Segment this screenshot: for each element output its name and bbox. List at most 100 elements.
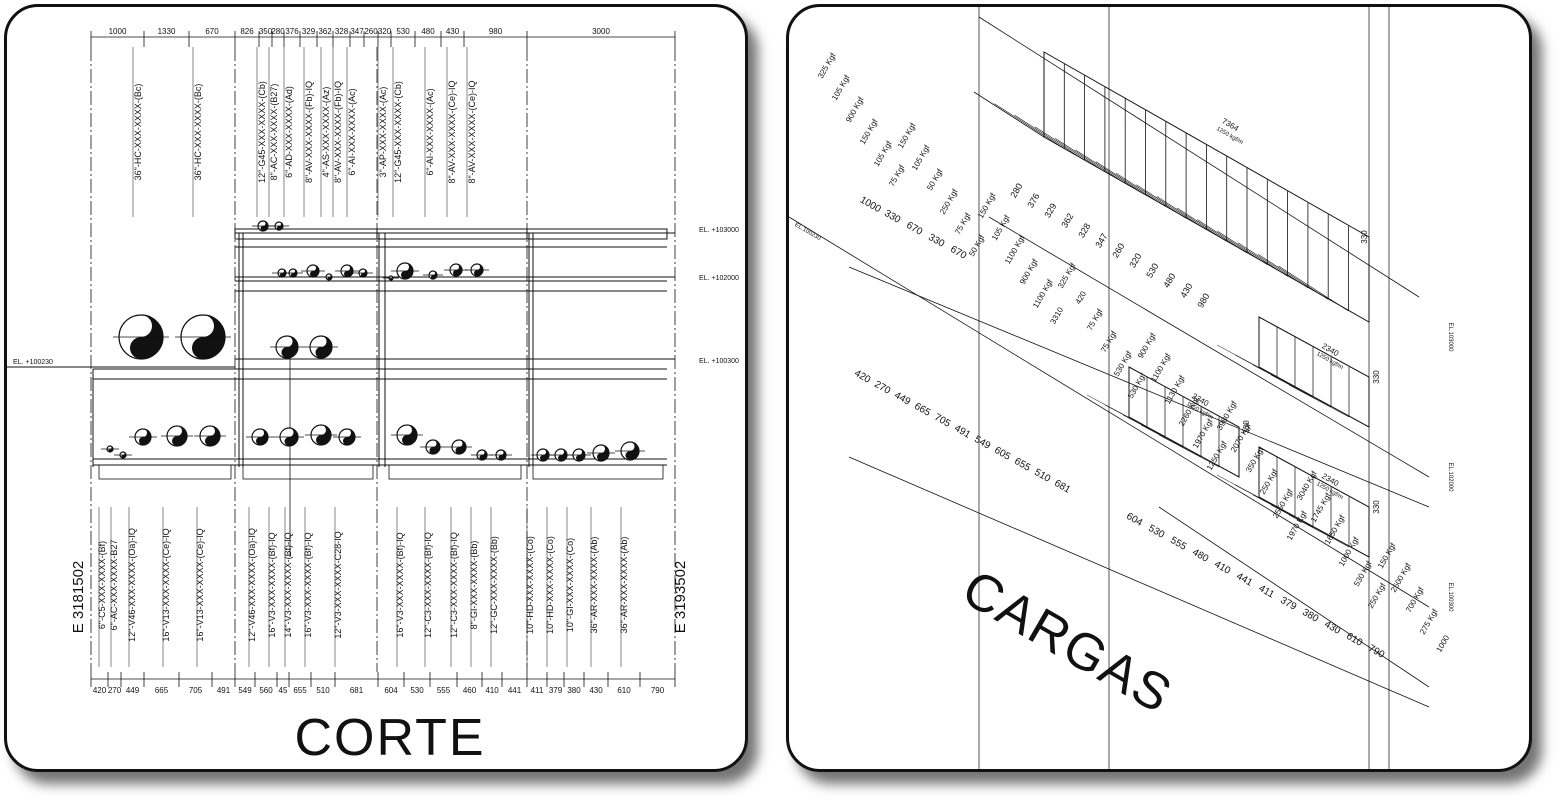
line-tag-bottom: 6"-C5-XXX-XXXX-(Bf)	[97, 541, 107, 629]
load-value: 150 Kgf	[1376, 541, 1398, 570]
line-tag-bottom: 16"-V13-XXX-XXXX-(Ce)-IQ	[195, 528, 205, 641]
line-tag-bottom: 12"-V46-XXX-XXXX-(Oa)-IQ	[247, 528, 257, 642]
load-value: 1130 Kgf	[1163, 373, 1187, 405]
bottom-dim-value: 410	[485, 686, 499, 695]
cargas-title: CARGAS	[953, 559, 1183, 725]
load-hatch	[1122, 414, 1184, 448]
dim-value: 610	[1344, 631, 1364, 649]
load-value: 900 Kgf	[844, 95, 866, 124]
load-value: 75 Kgf	[1085, 307, 1105, 332]
dim-value: 480	[1161, 271, 1177, 289]
dim-value: 604	[1124, 511, 1144, 529]
elevation-label: EL. +100230	[13, 359, 53, 366]
bottom-dim-value: 411	[531, 686, 544, 695]
beam	[376, 228, 528, 240]
load-value: 1650 Kgf	[1323, 513, 1347, 546]
top-dim-value: 376	[285, 27, 299, 36]
load-hatch	[1176, 207, 1248, 254]
line-tag-bottom: 12"-C3-XXX-XXXX-(Bf)-IQ	[423, 532, 433, 638]
load-hatch	[1156, 196, 1227, 242]
line-tag-bottom: 10"-GI-XXX-XXXX-(Co)	[565, 538, 575, 632]
top-dim-value: 530	[396, 27, 410, 36]
span-value: 330	[1372, 370, 1381, 384]
dim-value: 260	[1110, 241, 1126, 259]
top-dim-value: 260	[364, 27, 378, 36]
top-dim-value: 480	[421, 27, 435, 36]
line-tag-top: 8"-AV-XXX-XXXX-(Ce)-IQ	[467, 80, 477, 183]
line-tag-bottom: 10"-HD-XXX-XXXX-(Co)	[525, 536, 535, 634]
load-hatch	[1095, 161, 1166, 207]
top-dim-value: 1330	[158, 27, 176, 36]
span-value: 330	[1242, 420, 1251, 434]
sleeper	[98, 464, 232, 480]
line-tag-bottom: 12"-V3-XXX-XXXX-C28-IQ	[333, 531, 343, 638]
top-dim-value: 826	[240, 27, 254, 36]
dim-value: 491	[952, 423, 972, 441]
dim-value: 347	[1093, 231, 1109, 249]
beam	[234, 228, 378, 240]
load-value: 1250 Kgf	[1205, 439, 1229, 472]
load-value: 350 Kgf	[1244, 445, 1266, 474]
dim-value: 376	[1025, 191, 1041, 209]
load-value: 3310	[1048, 305, 1065, 325]
line-tag-top: 8"-AV-XXX-XXXX-(Ce)-IQ	[447, 80, 457, 183]
dim-value: 330	[882, 208, 902, 226]
dim-value: 555	[1168, 535, 1188, 553]
elevation-label: EL.100300	[1447, 582, 1453, 612]
line-tag-bottom: 36"-AR-XXX-XXXX-(Ab)	[619, 537, 629, 634]
load-value: 420	[1074, 289, 1089, 306]
dim-value: 510	[1032, 467, 1052, 485]
dim-value: 670	[948, 244, 968, 262]
top-dim-value: 280	[271, 27, 285, 36]
line-tag-top: 36"-HC-XXX-XXXX-(Bc)	[133, 84, 143, 181]
line-tag-top: 6"-AI-XXX-XXXX-(Ac)	[347, 88, 357, 175]
load-hatch	[1086, 394, 1148, 428]
load-value: 150 Kgf	[896, 121, 918, 150]
load-value: 50 Kgf	[925, 167, 945, 192]
dim-value: 329	[1042, 201, 1058, 219]
dim-value: 410	[1212, 559, 1232, 577]
elevation-label: EL. +102000	[699, 275, 739, 282]
load-hatch	[1234, 354, 1296, 388]
line-tag-top: 8"-AC-XXX-XXXX-(B27)	[269, 84, 279, 181]
corte-title: CORTE	[294, 709, 485, 767]
line-tag-top: 3"-AP-XXX-XXXX-(Ac)	[378, 87, 388, 178]
line-tag-bottom: 12"-GC-XXX-XXXX-(Bb)	[489, 536, 499, 634]
dim-value: 362	[1059, 211, 1075, 229]
dim-value: 328	[1076, 221, 1092, 239]
dim-value: 681	[1052, 478, 1072, 496]
load-value: 105 Kgf	[872, 139, 894, 168]
east-coordinate-left: E 3181502	[70, 561, 87, 634]
dim-value: 449	[892, 390, 912, 408]
line-tag-top: 8"-AV-XXX-XXXX-(Fb)-IQ	[304, 81, 314, 183]
load-value: 1100 Kgf	[1031, 277, 1055, 309]
dim-value: 605	[992, 445, 1012, 463]
load-value: 325 Kgf	[816, 51, 838, 80]
load-hatch	[1034, 126, 1106, 173]
dim-value: 270	[872, 379, 892, 397]
load-hatch	[1140, 424, 1202, 458]
line-tag-top: 4"-AS-XXX-XXXX-(Az)	[321, 87, 331, 178]
load-value: 75 Kgf	[887, 163, 907, 188]
elevation-label: EL.100230	[793, 222, 822, 242]
iso-rail	[1158, 506, 1430, 688]
sleeper	[242, 464, 374, 480]
load-hatch	[1252, 494, 1314, 528]
load-value: 1745 Kgf	[1309, 491, 1333, 524]
bottom-dim-value: 45	[279, 686, 288, 695]
load-hatch	[1252, 364, 1314, 398]
line-tag-bottom: 10"-HD-XXX-XXXX-(Co)	[545, 536, 555, 634]
dim-value: 380	[1300, 607, 1320, 625]
dim-value: 280	[1008, 181, 1024, 199]
load-value: 1100 Kgf	[1149, 351, 1173, 383]
top-dim-value: 980	[489, 27, 503, 36]
load-hatch	[994, 103, 1065, 149]
line-tag-bottom: 12"-V46-XXX-XXXX-(Oa)-IQ	[127, 528, 137, 642]
elevation-label: EL.102000	[1447, 462, 1453, 492]
bottom-dim-value: 681	[350, 686, 364, 695]
east-coordinate-right: E 3193502	[672, 561, 689, 634]
